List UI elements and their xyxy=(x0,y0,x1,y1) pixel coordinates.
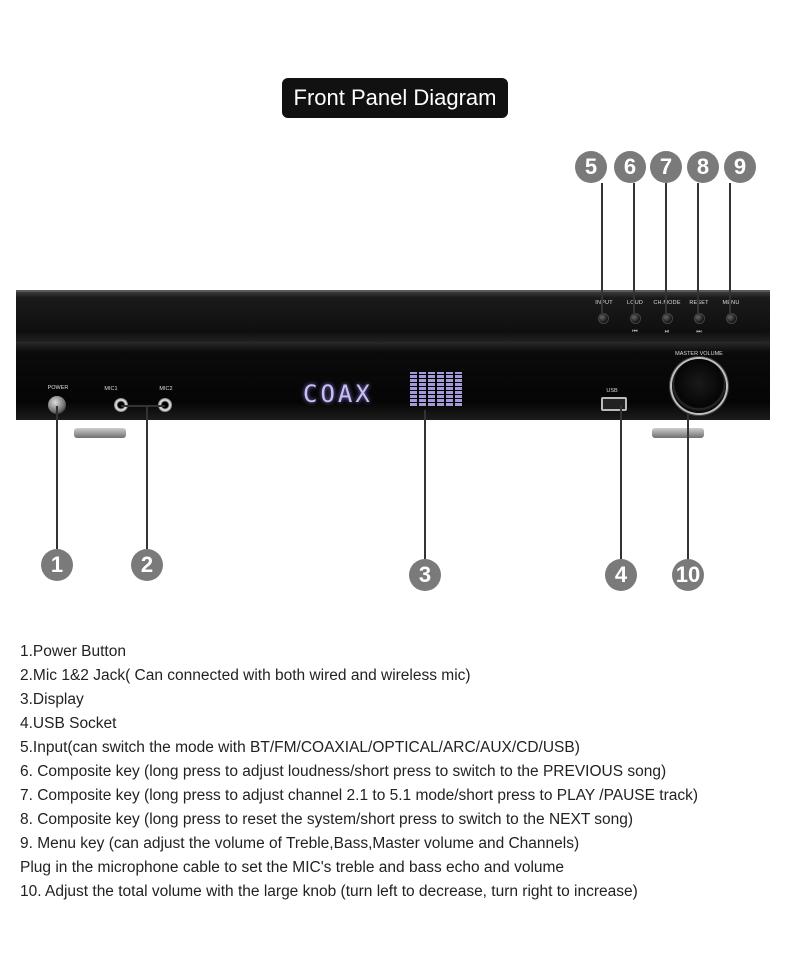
ch-mode-button[interactable] xyxy=(662,313,673,324)
leader-line-1 xyxy=(56,406,58,549)
callout-6: 6 xyxy=(614,151,646,183)
previous-icon: ⏮ xyxy=(632,329,638,335)
display-readout: COAX xyxy=(303,380,373,408)
callout-4: 4 xyxy=(605,559,637,591)
description-item: 7. Composite key (long press to adjust c… xyxy=(20,787,699,804)
description-item: 5.Input(can switch the mode with BT/FM/C… xyxy=(20,739,580,756)
input-button-label: INPUT xyxy=(595,300,613,306)
callout-5: 5 xyxy=(575,151,607,183)
next-icon: ⏭ xyxy=(696,329,702,335)
callout-7: 7 xyxy=(650,151,682,183)
usb-socket[interactable] xyxy=(601,397,627,411)
play-pause-icon: ⏯ xyxy=(664,329,670,335)
leader-line-6 xyxy=(633,183,635,315)
leader-line-9 xyxy=(729,183,731,315)
power-label: POWER xyxy=(47,385,69,391)
master-volume-label: MASTER VOLUME xyxy=(675,351,723,357)
master-volume-knob[interactable] xyxy=(672,359,726,413)
device-foot-right xyxy=(652,428,704,438)
callout-9: 9 xyxy=(724,151,756,183)
mic1-label: MIC1 xyxy=(104,386,118,392)
power-button[interactable] xyxy=(48,396,66,414)
description-list: 1.Power Button 2.Mic 1&2 Jack( Can conne… xyxy=(20,640,780,904)
leader-line-2-horizontal xyxy=(121,405,165,407)
mic2-label: MIC2 xyxy=(159,386,173,392)
leader-line-3 xyxy=(424,410,426,559)
reset-button[interactable] xyxy=(694,313,705,324)
callout-8: 8 xyxy=(687,151,719,183)
description-item: 8. Composite key (long press to reset th… xyxy=(20,811,634,828)
description-item: 4.USB Socket xyxy=(20,715,117,732)
device-foot-left xyxy=(74,428,126,438)
callout-3: 3 xyxy=(409,559,441,591)
leader-line-2 xyxy=(146,405,148,549)
leader-line-5 xyxy=(601,183,603,315)
callout-2: 2 xyxy=(131,549,163,581)
description-item: Plug in the microphone cable to set the … xyxy=(20,859,565,876)
display-level-meter xyxy=(410,372,462,406)
panel-top-strip xyxy=(16,290,770,342)
leader-line-7 xyxy=(665,183,667,315)
callout-1: 1 xyxy=(41,549,73,581)
leader-line-4 xyxy=(620,405,622,559)
description-item: 10. Adjust the total volume with the lar… xyxy=(20,883,638,900)
panel-body xyxy=(16,342,770,420)
mic2-jack[interactable] xyxy=(158,398,172,412)
callout-10: 10 xyxy=(672,559,704,591)
description-item: 1.Power Button xyxy=(20,643,126,660)
leader-line-8 xyxy=(697,183,699,315)
description-item: 6. Composite key (long press to adjust l… xyxy=(20,763,667,780)
menu-button[interactable] xyxy=(726,313,737,324)
description-item: 9. Menu key (can adjust the volume of Tr… xyxy=(20,835,580,852)
usb-label: USB xyxy=(606,388,618,394)
leader-line-10 xyxy=(687,413,689,559)
input-button[interactable] xyxy=(598,313,609,324)
menu-button-label: MENU xyxy=(722,300,740,306)
loud-button[interactable] xyxy=(630,313,641,324)
description-item: 3.Display xyxy=(20,691,84,708)
amplifier-front-panel xyxy=(16,290,770,432)
page-title: Front Panel Diagram xyxy=(282,78,508,118)
description-item: 2.Mic 1&2 Jack( Can connected with both … xyxy=(20,667,471,684)
